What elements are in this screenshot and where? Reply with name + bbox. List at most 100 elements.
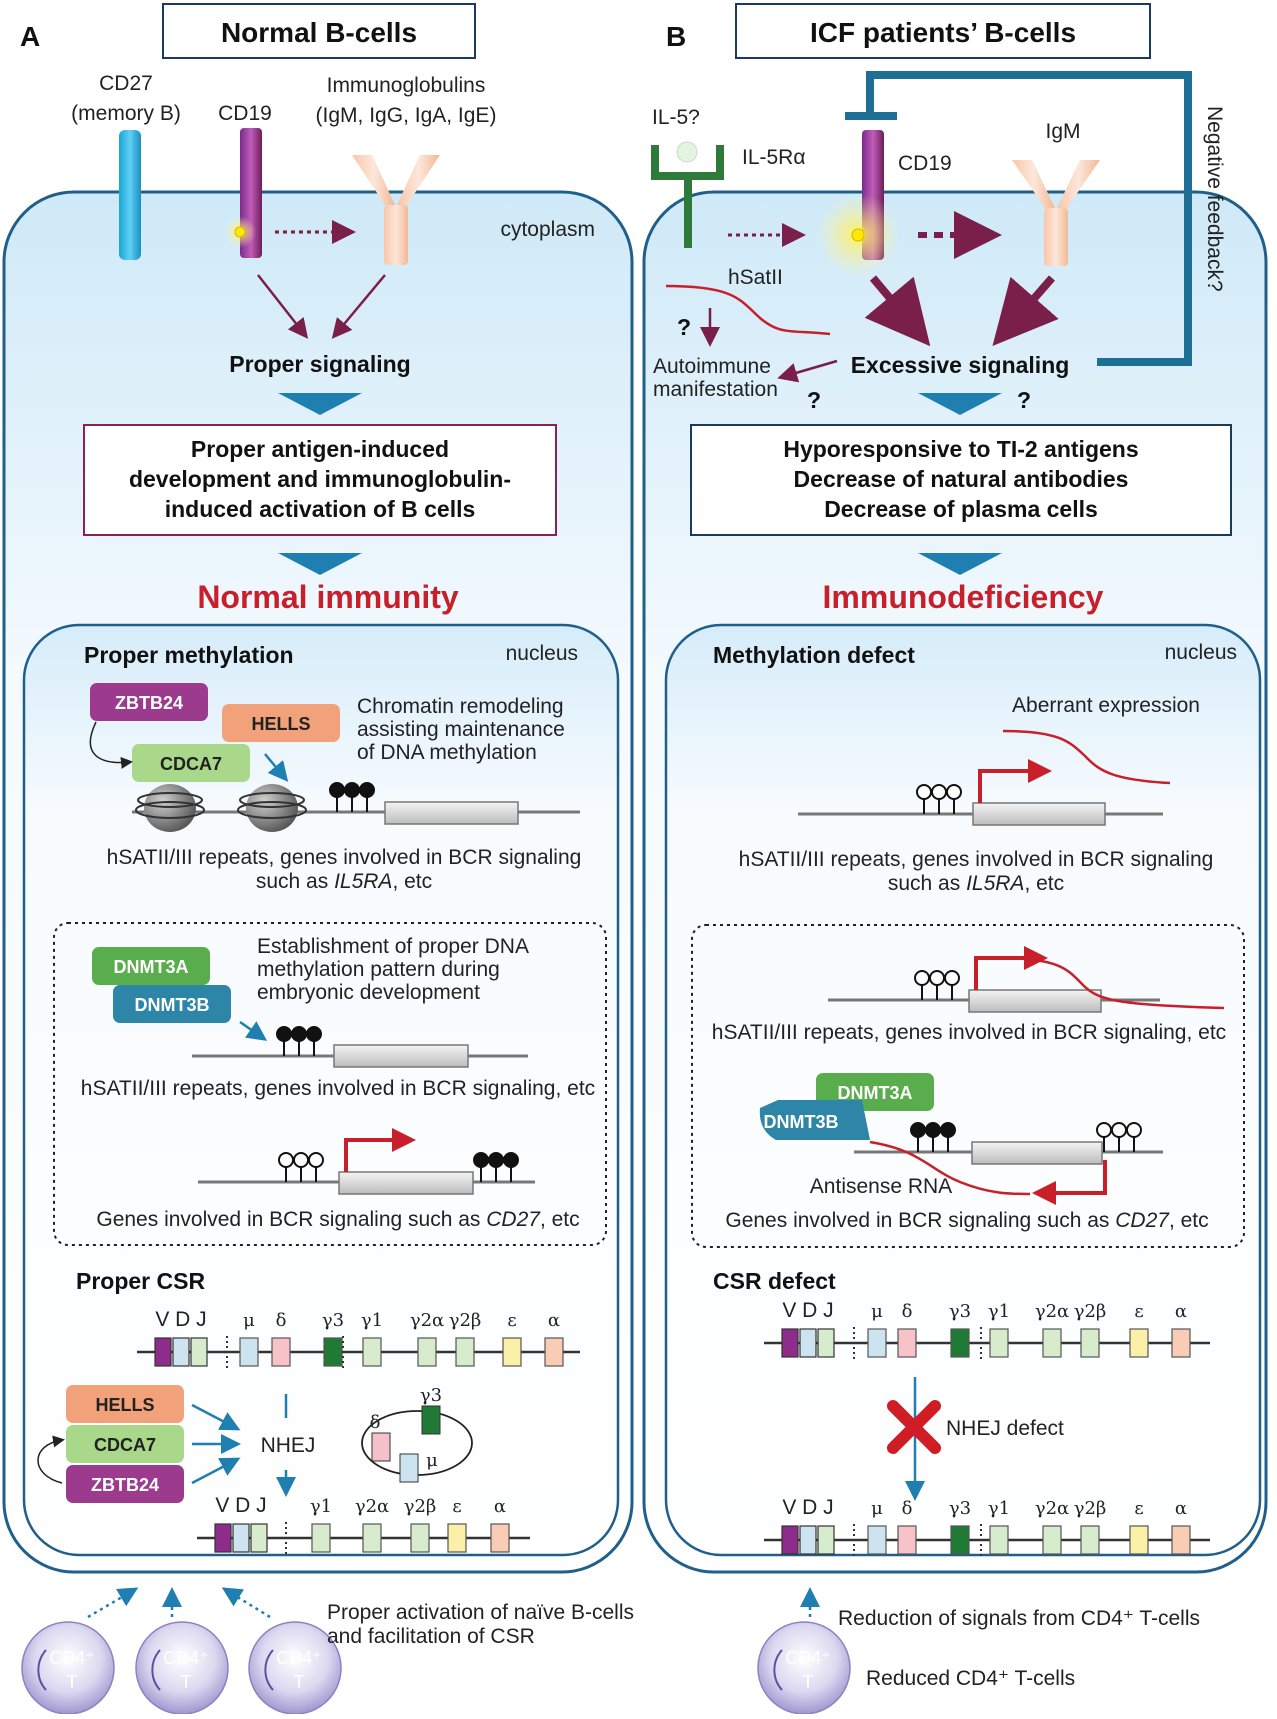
dnmt3a-label-a: DNMT3A (114, 957, 189, 977)
segment-mu (239, 1337, 259, 1367)
question-mark-2: ? (807, 387, 821, 413)
segment-label-g2b: γ2β (449, 1310, 482, 1331)
arrow-igm-signal-b (992, 275, 1059, 347)
zbtb24-cdca7-arrow-a2 (37, 1435, 65, 1484)
hsatii-label: hSatII (728, 266, 783, 289)
vdj-label: V D J (215, 1494, 266, 1517)
svg-text:T: T (67, 1672, 78, 1692)
result-a-line2: development and immunoglobulin- (129, 466, 511, 492)
antisense-transcript (869, 1140, 1031, 1196)
svg-text:δ: δ (370, 1412, 381, 1433)
methylated-cpg-icon (329, 782, 375, 812)
reduced-tcells-label: Reduced CD4⁺ T-cells (866, 1667, 1075, 1690)
result-box-b (690, 424, 1232, 536)
vdj-segment (817, 1328, 835, 1358)
panel-b: B ICF patients’ B-cells Negative feedbac… (642, 3, 1268, 1715)
down-arrow-a2 (278, 553, 362, 575)
vdj-segment (799, 1525, 817, 1555)
segment-label-g2a: γ2α (1035, 1301, 1069, 1322)
svg-text:CD4⁺: CD4⁺ (49, 1648, 95, 1668)
nucleus-label-b: nucleus (1165, 641, 1237, 664)
segment-g3 (323, 1337, 343, 1367)
segment-g3 (950, 1328, 970, 1358)
nucleus-b (664, 623, 1262, 1557)
segment-label-g3: γ3 (949, 1301, 971, 1322)
question-mark-3: ? (1017, 387, 1031, 413)
negative-feedback-label: Negative feedback? (1203, 106, 1226, 292)
svg-text:T: T (181, 1672, 192, 1692)
aberrant-expression-label: Aberrant expression (1012, 694, 1200, 717)
segment-label-eps: ε (507, 1310, 516, 1331)
segment-g1 (311, 1523, 331, 1553)
segment-g2a (1042, 1328, 1062, 1358)
cd4-t-cell-icon: CD4⁺ T (135, 1621, 229, 1715)
cross-icon (887, 1400, 941, 1454)
segment-g2a (362, 1523, 382, 1553)
segment-g2a (1042, 1525, 1062, 1555)
dnmt-arrow-a (239, 1020, 268, 1041)
unmethylated-cpg-icon (914, 970, 960, 1000)
nhej-label: NHEJ (261, 1434, 316, 1457)
ig-label: Immunoglobulins (327, 74, 486, 97)
dnmt3b-box-b (759, 1100, 870, 1140)
proper-signaling-label: Proper signaling (229, 351, 410, 377)
cd4-t-cell-icon: CD4⁺T (757, 1621, 851, 1715)
segment-label-mu: μ (871, 1498, 883, 1519)
vdj-segment (214, 1523, 232, 1553)
gene-box-b1 (972, 802, 1106, 826)
segment-alpha (544, 1337, 564, 1367)
segment-label-delta: δ (276, 1310, 287, 1331)
de-novo-box-a (53, 922, 607, 1246)
result-b-line1: Hyporesponsive to TI-2 antigens (783, 436, 1138, 462)
vdj-segment (154, 1337, 172, 1367)
question-mark-1: ? (677, 314, 691, 340)
hsatii-transcript (665, 284, 831, 336)
remodel-line1: Chromatin remodeling (357, 695, 564, 718)
segment-g2b (1080, 1328, 1100, 1358)
segment-g2b (410, 1523, 430, 1553)
svg-text:T: T (294, 1672, 305, 1692)
autoimmune-line2: manifestation (653, 378, 778, 401)
hells-box-a2 (66, 1385, 184, 1423)
repeats2-a: hSATII/III repeats, genes involved in BC… (81, 1077, 595, 1100)
dnmt3b-box-a (113, 985, 231, 1023)
zbtb24-label-a1: ZBTB24 (115, 693, 183, 713)
establish-line2: methylation pattern during (257, 958, 500, 981)
panel-b-title-box (735, 3, 1151, 59)
methylation-defect-title: Methylation defect (713, 642, 915, 668)
nhej-arrow-1 (191, 1403, 241, 1431)
dnmt3a-label-b: DNMT3A (838, 1083, 913, 1103)
svg-text:CD4⁺: CD4⁺ (163, 1648, 209, 1668)
segment-label-mu: μ (243, 1310, 255, 1331)
segment-label-g2a: γ2α (410, 1310, 444, 1331)
zbtb24-box-a2 (66, 1465, 184, 1503)
remodel-arrow-a (264, 753, 289, 782)
panel-b-title: ICF patients’ B-cells (810, 17, 1076, 48)
segment-eps (447, 1523, 467, 1553)
gene-box-a2 (333, 1044, 469, 1068)
proper-methylation-title: Proper methylation (84, 642, 294, 668)
methylated-cpg-icon (473, 1152, 519, 1182)
segment-label-alpha: α (494, 1496, 506, 1517)
transcription-arrow-a (344, 1128, 416, 1172)
result-a-line1: Proper antigen-induced (191, 436, 449, 462)
genes-cd27-b: Genes involved in BCR signaling such as … (725, 1209, 1208, 1232)
result-b-line3: Decrease of plasma cells (824, 496, 1098, 522)
segment-label-alpha: α (548, 1310, 560, 1331)
cd27-sublabel: (memory B) (71, 102, 181, 125)
autoimmune-line1: Autoimmune (653, 355, 771, 378)
result-b-line2: Decrease of natural antibodies (794, 466, 1129, 492)
vdj-label: V D J (782, 1299, 833, 1322)
segment-label-eps: ε (1134, 1498, 1143, 1519)
vdj-segment (190, 1337, 208, 1367)
segment-label-g2b: γ2β (404, 1496, 437, 1517)
il5-ligand-icon (676, 141, 698, 163)
reduction-label: Reduction of signals from CD4⁺ T-cells (838, 1607, 1200, 1630)
excessive-signaling-label: Excessive signaling (851, 352, 1070, 378)
cd27-receptor (119, 130, 141, 260)
repeats2-b: hSATII/III repeats, genes involved in BC… (712, 1021, 1226, 1044)
nucleosome-icon (135, 784, 205, 832)
down-arrow-b1 (918, 393, 1002, 415)
